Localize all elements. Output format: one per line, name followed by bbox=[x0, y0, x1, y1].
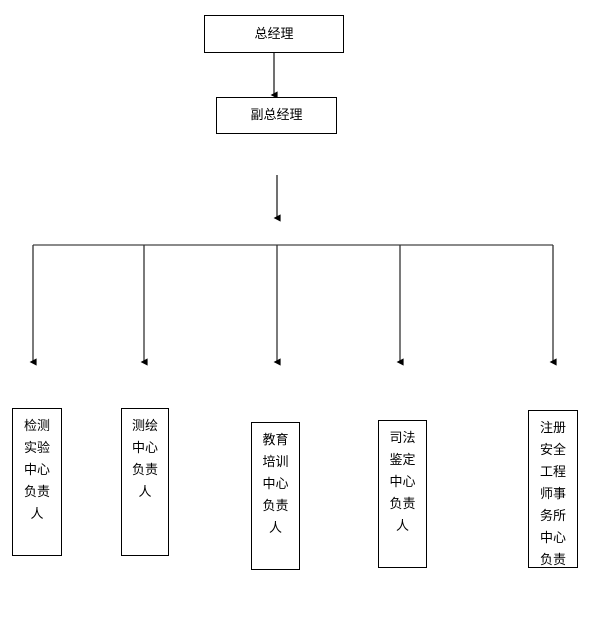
node-department-5-label: 注册安全工程师事务所中心负责人 bbox=[539, 421, 566, 568]
node-department-3[interactable]: 教育培训中心负责人 bbox=[251, 422, 300, 570]
node-deputy-general-manager[interactable]: 副总经理 bbox=[216, 97, 337, 134]
node-deputy-general-manager-label: 副总经理 bbox=[250, 108, 303, 123]
node-department-1[interactable]: 检测实验中心负责人 bbox=[12, 408, 62, 556]
node-department-2-label: 测绘中心负责人 bbox=[131, 419, 158, 500]
node-general-manager-label: 总经理 bbox=[254, 26, 294, 42]
node-department-3-label: 教育培训中心负责人 bbox=[262, 433, 289, 536]
connector-drop-lines bbox=[29, 245, 557, 366]
node-department-4-label: 司法鉴定中心负责人 bbox=[389, 431, 416, 534]
node-department-2[interactable]: 测绘中心负责人 bbox=[121, 408, 169, 556]
node-department-5[interactable]: 注册安全工程师事务所中心负责人 bbox=[528, 410, 578, 568]
node-general-manager[interactable]: 总经理 bbox=[204, 15, 344, 53]
node-department-4[interactable]: 司法鉴定中心负责人 bbox=[378, 420, 427, 568]
node-department-1-label: 检测实验中心负责人 bbox=[23, 419, 50, 522]
